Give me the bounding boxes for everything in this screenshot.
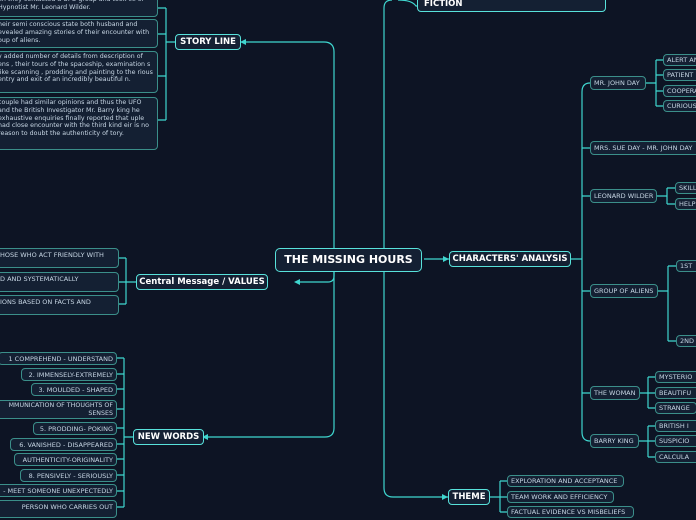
character-sue-day[interactable]: MRS. SUE DAY - MR. JOHN DAY xyxy=(590,141,696,155)
branch-characters-analysis[interactable]: CHARACTERS' ANALYSIS xyxy=(449,251,571,267)
trait-item[interactable]: 1ST xyxy=(676,260,696,272)
story-paragraph[interactable]: heir semi conscious state both husband a… xyxy=(0,19,158,48)
new-word-item[interactable]: PERSON WHO CARRIES OUT xyxy=(0,500,117,518)
trait-item[interactable]: SUSPICIO xyxy=(655,435,696,447)
character-leonard-wilder[interactable]: LEONARD WILDER xyxy=(590,189,657,203)
new-word-item[interactable]: MMUNICATION OF THOUGHTS OF SENSES xyxy=(0,400,117,419)
new-word-item[interactable]: 8. PENSIVELY - SERIOUSLY xyxy=(20,469,117,482)
theme-item[interactable]: EXPLORATION AND ACCEPTANCE xyxy=(507,475,624,487)
connector-theme-items xyxy=(490,480,507,513)
connector-new-words xyxy=(205,272,335,438)
character-barry-king[interactable]: BARRY KING xyxy=(590,434,639,448)
new-word-item[interactable]: 5. PRODDING- POKING xyxy=(33,422,117,435)
trait-item[interactable]: BEAUTIFU xyxy=(655,387,696,399)
connector-new-word-list xyxy=(117,357,133,508)
character-john-day[interactable]: MR. JOHN DAY xyxy=(590,76,646,90)
new-word-item[interactable]: AUTHENTICITY-ORIGINALITY xyxy=(14,453,117,466)
theme-item[interactable]: TEAM WORK AND EFFICIENCY xyxy=(507,491,614,503)
connector-values xyxy=(119,257,136,305)
new-word-item[interactable]: - MEET SOMEONE UNEXPECTEDLY xyxy=(0,484,117,497)
value-item[interactable]: D AND SYSTEMATICALLY xyxy=(0,272,119,292)
story-paragraph[interactable]: y added number of details from descripti… xyxy=(0,51,158,93)
trait-item[interactable]: CURIOUS xyxy=(663,100,696,112)
connector-leonard-traits xyxy=(657,187,675,205)
trait-item[interactable]: SKILL xyxy=(675,182,696,194)
character-group-of-aliens[interactable]: GROUP OF ALIENS xyxy=(590,284,658,298)
branch-new-words[interactable]: NEW WORDS xyxy=(133,429,204,445)
trait-item[interactable]: 2ND xyxy=(676,335,696,347)
trait-item[interactable]: ALERT AN xyxy=(663,54,696,66)
connector-theme xyxy=(383,272,448,498)
new-word-item[interactable]: 1 COMPREHEND - UNDERSTAND xyxy=(0,352,117,365)
story-paragraph[interactable]: en they contacted a UFO group and took c… xyxy=(0,0,158,17)
connector-woman-traits xyxy=(640,376,655,409)
branch-fiction[interactable]: FICTION xyxy=(417,0,606,12)
story-paragraph[interactable]: couple had similar opinions and thus the… xyxy=(0,97,158,150)
character-the-woman[interactable]: THE WOMAN xyxy=(590,386,640,400)
branch-theme[interactable]: THEME xyxy=(448,489,490,505)
theme-item[interactable]: FACTUAL EVIDENCE VS MISBELIEFS xyxy=(507,506,634,518)
trait-item[interactable]: HELP xyxy=(675,198,696,210)
trait-item[interactable]: PATIENT xyxy=(663,69,696,81)
arrowhead-values xyxy=(294,279,300,285)
new-word-item[interactable]: 2. IMMENSELY-EXTREMELY xyxy=(21,368,117,381)
new-word-item[interactable]: 3. MOULDED - SHAPED xyxy=(31,383,117,396)
branch-central-message[interactable]: Central Message / VALUES xyxy=(136,274,268,290)
trait-item[interactable]: MYSTERIO xyxy=(655,371,696,383)
connector-aliens-traits xyxy=(658,265,676,342)
new-word-item[interactable]: 6. VANISHED - DISAPPEARED xyxy=(10,438,117,451)
connector-story-paras xyxy=(158,7,175,121)
center-topic[interactable]: THE MISSING HOURS xyxy=(275,248,422,272)
trait-item[interactable]: CALCULA xyxy=(655,451,696,463)
trait-item[interactable]: BRITISH I xyxy=(655,420,696,432)
connector-john-traits xyxy=(646,59,663,107)
branch-story-line[interactable]: STORY LINE xyxy=(175,34,241,50)
connector-character-list xyxy=(571,82,591,442)
trait-item[interactable]: COOPERA xyxy=(663,85,696,97)
connector-central-message xyxy=(296,272,335,283)
connector-trunk-left xyxy=(242,41,335,248)
connector-trunk-right xyxy=(383,0,393,248)
value-item[interactable]: IONS BASED ON FACTS AND xyxy=(0,295,119,315)
value-item[interactable]: HOSE WHO ACT FRIENDLY WITH xyxy=(0,248,119,268)
trait-item[interactable]: STRANGE xyxy=(655,402,696,414)
connector-barry-traits xyxy=(639,425,655,458)
